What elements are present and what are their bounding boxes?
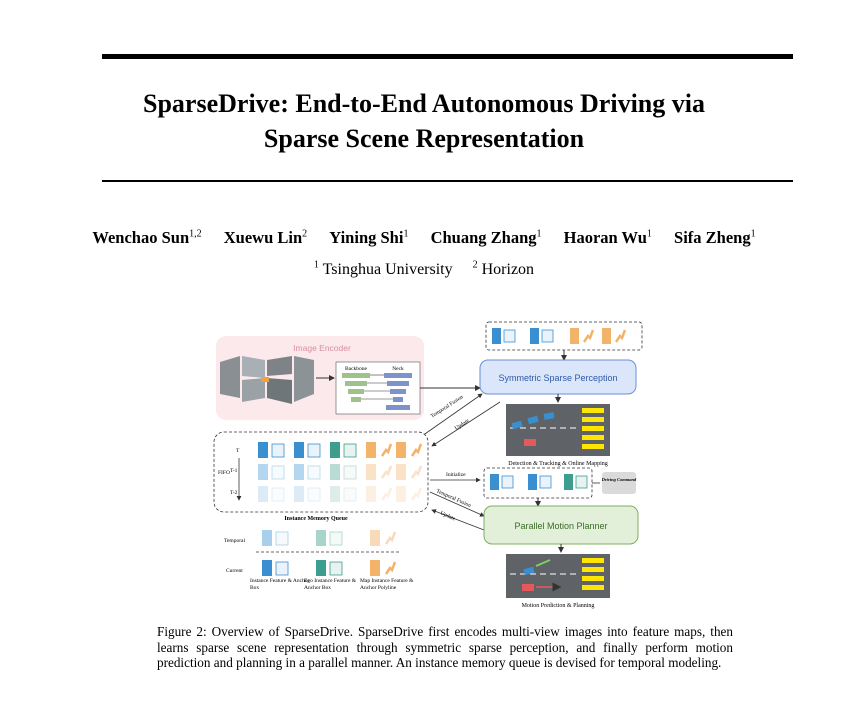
- paper-title-line2: Sparse Scene Representation: [0, 121, 848, 156]
- author: Yining Shi1: [329, 228, 408, 247]
- author: Haoran Wu1: [564, 228, 652, 247]
- affiliation: 2 Horizon: [473, 261, 534, 278]
- instance-memory-queue: T T-1 T-2 FIFO Instance Memory Queue: [214, 432, 428, 522]
- driving-command-box: [602, 472, 636, 494]
- update-label-bottom: Update: [439, 510, 456, 522]
- legend-map-label: Map Instance Feature & Anchor Polyline: [360, 578, 422, 591]
- legend-instance-label: Instance Feature & Anchor Box: [250, 578, 310, 591]
- row-label-t-1: T-1: [230, 468, 238, 474]
- memory-row-t-2: [258, 486, 421, 502]
- figure-caption: Figure 2: Overview of SparseDrive. Spars…: [157, 624, 733, 671]
- affiliation: 1 Tsinghua University: [314, 261, 453, 278]
- memory-row-t-1: [258, 464, 421, 480]
- author: Sifa Zheng1: [674, 228, 756, 247]
- legend-temporal-label: Temporal: [224, 538, 245, 544]
- author: Chuang Zhang1: [431, 228, 542, 247]
- perception-instance-strip: [486, 322, 642, 360]
- camera-views: [220, 356, 314, 404]
- ego-vehicle-icon: [524, 439, 536, 446]
- ego-vehicle-icon: [522, 584, 534, 591]
- bottom-fusion-arrows: Temporal Fusion Update: [430, 488, 484, 530]
- memory-queue-box: [214, 432, 428, 512]
- initialize-label: Initialize: [446, 472, 466, 478]
- memory-row-t: [258, 442, 421, 458]
- driving-command-label: Driving Command: [601, 477, 637, 482]
- ego-car-icon: [261, 377, 269, 382]
- architecture-figure: Image Encoder Backbone Neck: [210, 318, 650, 610]
- author: Wenchao Sun1,2: [92, 228, 201, 247]
- symmetric-sparse-perception-label: Symmetric Sparse Perception: [498, 373, 617, 383]
- parallel-motion-planner-label: Parallel Motion Planner: [514, 521, 607, 531]
- neck-label: Neck: [392, 366, 404, 372]
- instance-memory-queue-label: Instance Memory Queue: [284, 516, 348, 522]
- fifo-label: FIFO: [218, 470, 230, 476]
- image-encoder-label: Image Encoder: [293, 343, 351, 353]
- paper-title-line1: SparseDrive: End-to-End Autonomous Drivi…: [0, 86, 848, 121]
- legend-current-label: Current: [226, 568, 243, 574]
- symmetric-sparse-perception-block: Symmetric Sparse Perception: [480, 360, 636, 402]
- caption-text: Figure 2: Overview of SparseDrive. Spars…: [157, 624, 733, 671]
- detection-scene: Detection & Tracking & Online Mapping: [506, 404, 610, 467]
- motion-caption: Motion Prediction & Planning: [522, 603, 595, 609]
- affiliations: 1 Tsinghua University 2 Horizon: [0, 260, 848, 279]
- temporal-fusion-label-bottom: Temporal Fusion: [435, 488, 472, 509]
- row-label-t-2: T-2: [230, 490, 238, 496]
- temporal-fusion-label-top: Temporal Fusion: [430, 394, 465, 420]
- parallel-motion-planner-block: Parallel Motion Planner: [484, 506, 638, 552]
- legend-ego-label: Ego Instance Feature & Anchor Box: [304, 578, 364, 591]
- top-fusion-arrows: Temporal Fusion Update: [422, 394, 500, 446]
- top-rule: [102, 54, 793, 59]
- motion-scene: Motion Prediction & Planning: [506, 554, 610, 609]
- backbone-label: Backbone: [345, 366, 368, 372]
- bottom-title-rule: [102, 180, 793, 182]
- author: Xuewu Lin2: [224, 228, 307, 247]
- detection-caption: Detection & Tracking & Online Mapping: [508, 461, 608, 467]
- author-list: Wenchao Sun1,2 Xuewu Lin2 Yining Shi1 Ch…: [0, 228, 848, 248]
- figure-legend: Temporal Current Instance Feature & Anch…: [224, 530, 422, 600]
- update-label-top: Update: [454, 418, 471, 432]
